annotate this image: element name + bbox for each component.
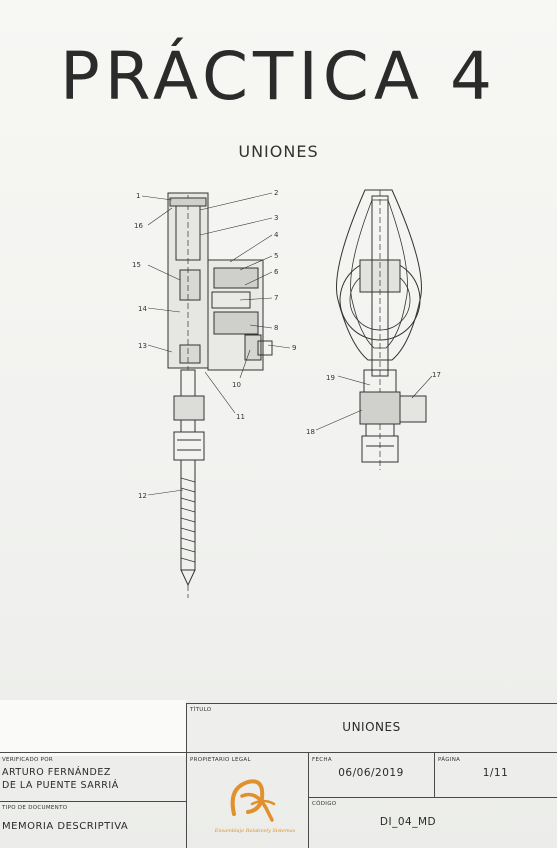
divider <box>308 752 309 848</box>
callout-numbers: 1 2 3 4 5 6 7 8 9 10 11 12 13 14 15 16 1… <box>132 189 441 500</box>
callout-2: 2 <box>274 189 278 197</box>
titulo-label: TÍTULO <box>190 707 212 713</box>
callout-3: 3 <box>274 214 278 222</box>
front-view-right <box>336 189 427 470</box>
pagina-label: PÁGINA <box>438 757 461 763</box>
section-view-left <box>167 192 273 598</box>
callout-19: 19 <box>326 374 335 382</box>
divider <box>0 801 186 802</box>
callout-7: 7 <box>274 294 278 302</box>
callout-18: 18 <box>306 428 315 436</box>
pagina-value: 1/11 <box>482 767 509 779</box>
fecha-value: 06/06/2019 <box>338 767 404 779</box>
callout-6: 6 <box>274 268 279 276</box>
verificado-line2: DE LA PUENTE SARRIÁ <box>2 780 119 791</box>
callout-16: 16 <box>134 222 143 230</box>
callout-5: 5 <box>274 252 278 260</box>
callout-9: 9 <box>292 344 296 352</box>
callout-1: 1 <box>136 192 140 200</box>
callout-14: 14 <box>138 305 147 313</box>
titulo-value: UNIONES <box>342 720 401 734</box>
divider <box>0 752 557 753</box>
propietario-label: PROPIETARIO LEGAL <box>190 757 251 763</box>
fecha-label: FECHA <box>312 757 332 763</box>
leader-lines <box>141 192 433 496</box>
verificado-label: VERIFICADO POR <box>2 757 54 763</box>
callout-15: 15 <box>132 261 141 269</box>
divider <box>186 703 557 704</box>
callout-13: 13 <box>138 342 147 350</box>
page-title: PRÁCTICA 4 <box>59 38 498 115</box>
callout-8: 8 <box>274 324 278 332</box>
tipo-documento-label: TIPO DE DOCUMENTO <box>2 805 68 811</box>
callout-10: 10 <box>232 381 241 389</box>
codigo-value: DI_04_MD <box>379 816 437 828</box>
company-logo: Ensamblaje Relatively Sistemas <box>214 779 296 834</box>
tipo-documento-value: MEMORIA DESCRIPTIVA <box>2 821 129 832</box>
codigo-label: CÓDIGO <box>312 801 337 807</box>
callout-4: 4 <box>274 231 279 239</box>
logo-wordmark: Ensamblaje Relatively Sistemas <box>214 828 296 834</box>
divider <box>308 797 557 798</box>
callout-17: 17 <box>432 371 441 379</box>
verificado-line1: ARTURO FERNÁNDEZ <box>2 767 111 778</box>
divider <box>434 752 435 798</box>
divider <box>186 703 187 848</box>
callout-11: 11 <box>236 413 245 421</box>
label-patch <box>0 700 186 756</box>
page-subtitle: UNIONES <box>238 142 319 161</box>
callout-12: 12 <box>138 492 147 500</box>
